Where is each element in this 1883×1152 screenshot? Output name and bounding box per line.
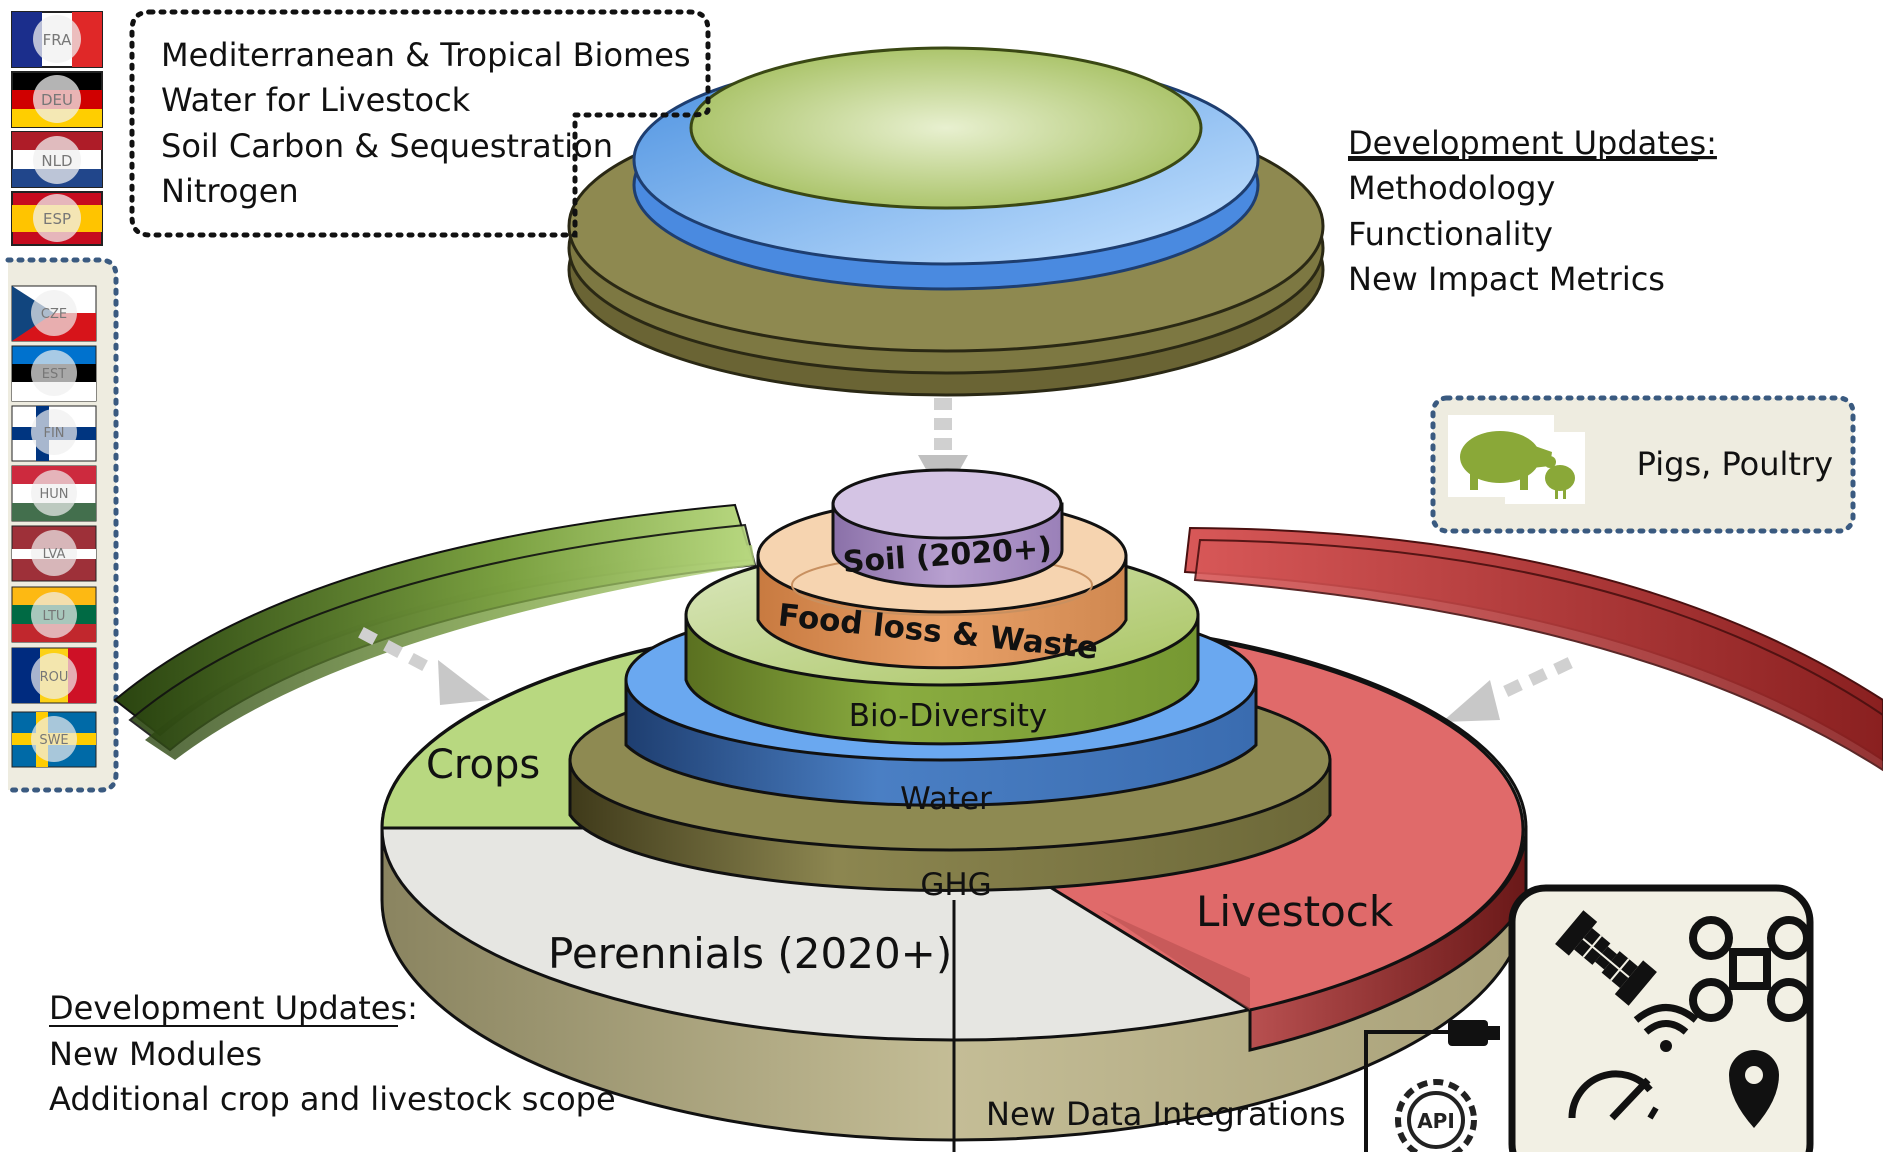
dev-updates-left-heading: Development Updates: [49,989,418,1027]
flag-lva-code: LVA [43,547,66,562]
flag-hun: HUN [11,465,97,522]
flag-rou: ROU [11,647,97,704]
dev-updates-right-item-2: Functionality [1348,215,1553,253]
sector-livestock-label: Livestock [1196,887,1394,936]
flag-nld: NLD [11,131,103,188]
feature-line-1: Mediterranean & Tropical Biomes [161,36,691,74]
data-integrations-label: New Data Integrations [986,1095,1346,1133]
layer-ghg-label: GHG [920,867,991,903]
flag-lva: LVA [11,525,97,582]
flag-swe: SWE [11,711,97,768]
flag-fin: FIN [11,405,97,462]
flag-fin-code: FIN [43,426,64,441]
flag-deu: DEU [11,71,103,128]
satellite-icon [1555,910,1657,1006]
livestock-scope-box: Pigs, Poultry [1430,395,1856,534]
sector-crops-label: Crops [426,742,540,788]
upper-stack [567,46,1325,397]
flag-hun-code: HUN [39,487,68,502]
impact-layer-stack: GHG Water Bio-Diversity Food loss & Wast… [568,468,1332,903]
data-integrations: New Data Integrations API [986,884,1814,1152]
dev-updates-right-item-1: Methodology [1348,169,1555,207]
flag-fra-code: FRA [43,31,72,49]
feature-line-2: Water for Livestock [161,81,471,119]
livestock-arcs [1183,526,1883,772]
drone-icon [1689,916,1811,1022]
location-pin-icon [1729,1050,1779,1128]
crops-arcs [113,503,757,760]
api-gear-icon: API [1395,1079,1477,1152]
dev-updates-right-item-3: New Impact Metrics [1348,260,1665,298]
flag-deu-code: DEU [41,91,73,109]
top-feature-box: Mediterranean & Tropical Biomes Water fo… [129,9,711,238]
flag-esp: ESP [11,191,103,246]
wifi-icon [1633,1004,1699,1052]
country-flags-side: CZE EST FIN HUN [5,257,119,793]
flag-esp-code: ESP [43,210,71,228]
feature-line-3: Soil Carbon & Sequestration [161,127,613,165]
arrow-to-livestock [1442,657,1573,722]
arrow-to-crops [358,626,490,705]
api-label: API [1417,1109,1455,1133]
flag-ltu-code: LTU [43,609,66,624]
layer-water-label: Water [900,781,992,817]
flag-ltu: LTU [11,586,97,643]
flag-swe-code: SWE [39,733,68,748]
flag-rou-code: ROU [40,670,69,685]
flag-est: EST [11,345,97,402]
dev-updates-left-item-2: Additional crop and livestock scope [49,1080,616,1118]
layer-biodiversity-label: Bio-Diversity [849,698,1048,734]
feature-line-4: Nitrogen [161,172,299,210]
chicken-icon [1544,456,1575,499]
sector-perennials-label: Perennials (2020+) [548,929,952,978]
flag-cze-code: CZE [41,307,67,322]
flag-fra: FRA [11,11,103,68]
speedometer-icon [1568,1070,1659,1121]
livestock-scope-label: Pigs, Poultry [1637,445,1833,483]
flag-est-code: EST [42,367,66,382]
dev-updates-left: Development Updates: New Modules Additio… [49,989,616,1118]
country-flags-top: FRA DEU NLD ESP [11,11,103,246]
dev-updates-right: Development Updates: Methodology Functio… [1348,124,1717,298]
dev-updates-left-item-1: New Modules [49,1035,262,1073]
dev-updates-right-heading: Development Updates: [1348,124,1717,162]
flag-cze: CZE [11,285,97,342]
flag-nld-code: NLD [41,152,72,170]
